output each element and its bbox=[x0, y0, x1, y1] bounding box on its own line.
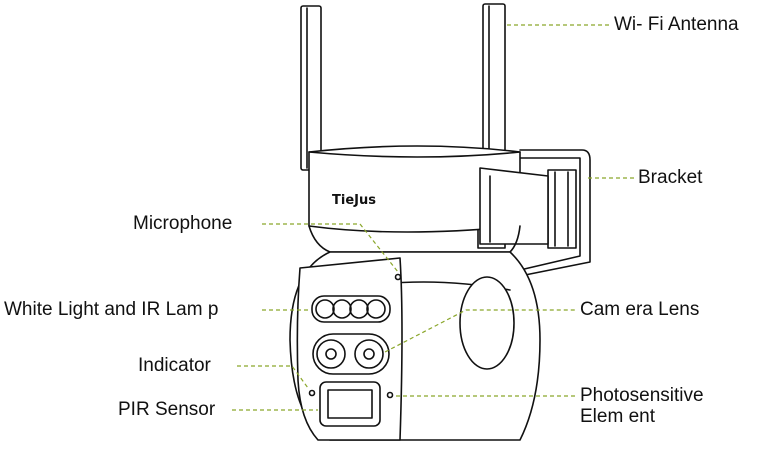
indicator-dot bbox=[308, 389, 316, 397]
pir-sensor-window bbox=[319, 381, 381, 427]
brand-logo: TieJus bbox=[332, 193, 376, 208]
microphone-dot bbox=[394, 273, 402, 281]
photosensitive-dot bbox=[386, 391, 394, 399]
label-camera-lens: Cam era Lens bbox=[580, 299, 700, 320]
microphone-leader bbox=[262, 223, 399, 273]
side-lens-window bbox=[459, 276, 515, 370]
label-photosensitive-line2: Elem ent bbox=[580, 406, 655, 427]
label-wifi-antenna: Wi- Fi Antenna bbox=[614, 14, 739, 35]
indicator-leader bbox=[237, 365, 309, 389]
led-lamp-row bbox=[311, 295, 391, 323]
label-pir-sensor: PIR Sensor bbox=[118, 399, 216, 420]
camera-lens-leader bbox=[384, 309, 576, 353]
left-antenna bbox=[300, 5, 322, 171]
label-indicator: Indicator bbox=[138, 355, 211, 376]
twin-lenses bbox=[312, 333, 390, 375]
label-bracket: Bracket bbox=[638, 167, 703, 188]
label-microphone: Microphone bbox=[133, 213, 233, 234]
label-photosensitive-line1: Photosensitive bbox=[580, 385, 704, 406]
top-housing bbox=[308, 145, 549, 253]
label-white-light-ir-lamp: White Light and IR Lam p bbox=[4, 299, 219, 320]
